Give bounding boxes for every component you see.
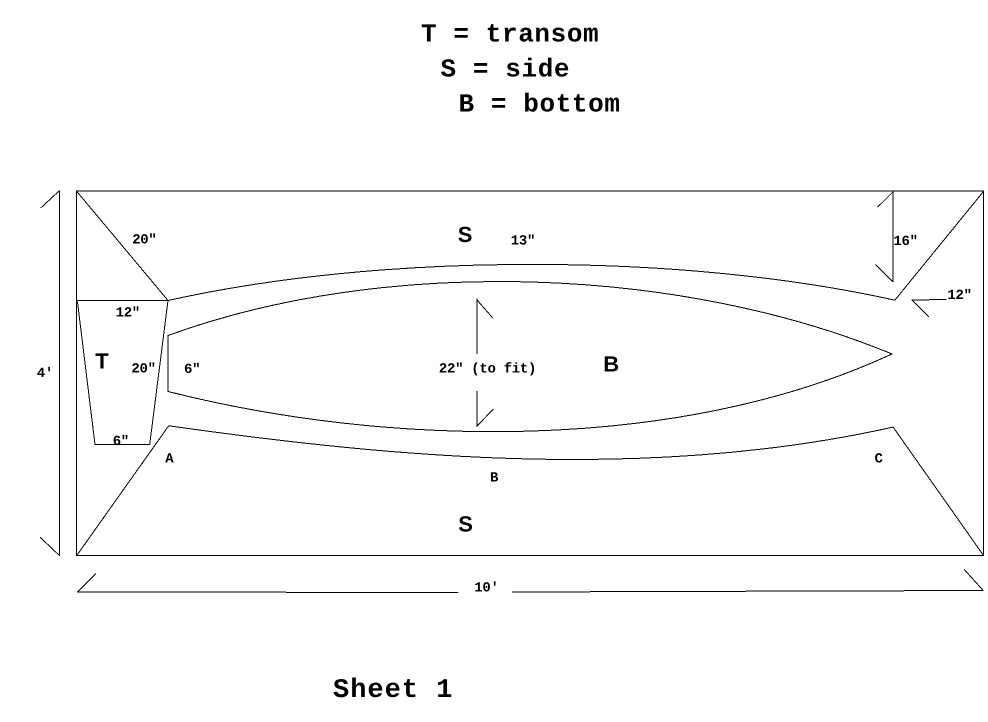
svg-text:S = side: S = side [441,54,571,84]
svg-text:6": 6" [184,362,200,378]
svg-text:6": 6" [113,434,129,450]
svg-text:10': 10' [474,581,498,597]
svg-text:T: T [95,349,109,374]
svg-text:A: A [165,452,174,468]
svg-text:S: S [458,222,473,247]
svg-text:20": 20" [131,362,155,378]
svg-text:S: S [458,512,473,537]
svg-text:B: B [490,470,499,486]
svg-text:12": 12" [116,305,140,321]
svg-text:Sheet 1: Sheet 1 [333,676,453,706]
svg-text:20": 20" [132,233,156,249]
svg-text:22" (to fit): 22" (to fit) [439,361,536,377]
svg-text:16": 16" [893,234,917,250]
svg-text:13": 13" [511,234,535,250]
svg-text:T = transom: T = transom [421,20,599,50]
svg-text:12": 12" [947,288,971,304]
svg-text:B: B [603,351,619,376]
svg-text:B = bottom: B = bottom [459,89,621,119]
svg-text:C: C [875,451,884,467]
svg-text:4': 4' [37,366,53,382]
